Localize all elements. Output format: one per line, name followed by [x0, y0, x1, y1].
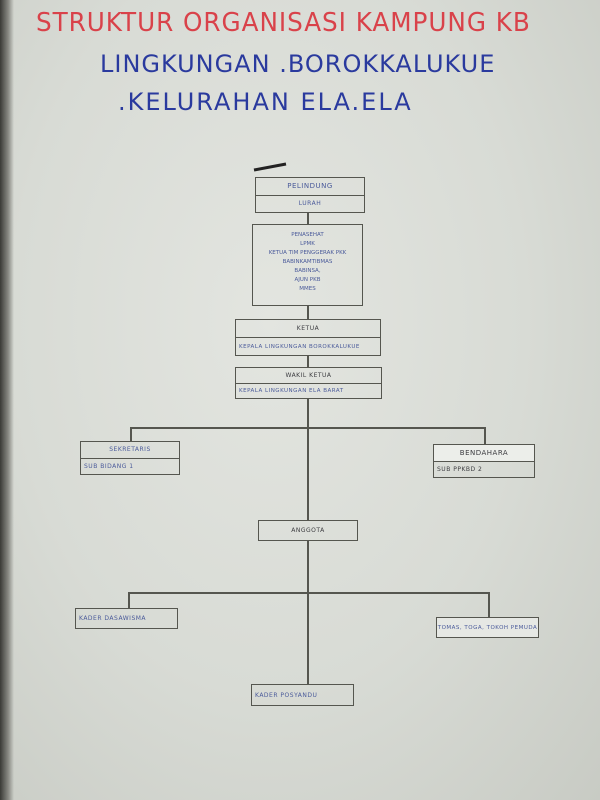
node-penasehat: PENASEHAT LPMK KETUA TIM PENGGERAK PKK B…	[252, 224, 363, 306]
connector-line	[130, 427, 132, 441]
node-line: MMES	[299, 286, 316, 292]
connector-line	[488, 592, 490, 617]
connector-line	[130, 427, 485, 429]
node-bendahara: BENDAHARA SUB PPKBD 2	[433, 444, 535, 478]
pen-scribble	[253, 162, 287, 172]
node-anggota: ANGGOTA	[258, 520, 358, 541]
connector-line	[128, 592, 489, 594]
node-name: LURAH	[256, 194, 364, 213]
node-title: TOMAS, TOGA, TOKOH PEMUDA	[437, 624, 538, 631]
connector-line	[307, 398, 309, 520]
node-title: PELINDUNG	[287, 182, 333, 191]
node-sekretaris: SEKRETARIS SUB BIDANG 1	[80, 441, 180, 475]
node-name: SUB BIDANG 1	[81, 457, 179, 475]
node-line: KETUA TIM PENGGERAK PKK	[268, 250, 347, 256]
node-title: KADER DASAWISMA	[79, 615, 147, 622]
node-title: SEKRETARIS	[109, 446, 151, 454]
node-kader-left: KADER DASAWISMA	[75, 608, 178, 629]
node-wakil-ketua: WAKIL KETUA KEPALA LINGKUNGAN ELA BARAT	[235, 367, 382, 399]
node-tokoh: TOMAS, TOGA, TOKOH PEMUDA	[436, 617, 539, 638]
node-name: KEPALA LINGKUNGAN BOROKKALUKUE	[236, 337, 380, 355]
node-title: PENASEHAT	[291, 232, 324, 238]
node-line: AJUN PKB	[294, 277, 321, 283]
node-title: KETUA	[296, 325, 320, 332]
node-title: BENDAHARA	[434, 445, 534, 461]
connector-line	[484, 427, 486, 444]
poster-title: STRUKTUR ORGANISASI KAMPUNG KB	[36, 8, 531, 38]
node-kader-bottom: KADER POSYANDU	[251, 684, 354, 706]
node-title: ANGGOTA	[291, 527, 325, 534]
connector-line	[307, 305, 309, 319]
node-line: BABINSA,	[294, 268, 321, 274]
node-name: SUB PPKBD 2	[434, 460, 534, 478]
node-ketua: KETUA KEPALA LINGKUNGAN BOROKKALUKUE	[235, 319, 381, 356]
connector-line	[307, 355, 309, 367]
paper-edge-shadow	[0, 0, 14, 800]
node-name: KEPALA LINGKUNGAN ELA BARAT	[236, 382, 381, 399]
connector-line	[307, 212, 309, 224]
connector-line	[307, 540, 309, 684]
node-title: WAKIL KETUA	[285, 371, 332, 379]
poster-subtitle-kelurahan: .KELURAHAN ELA.ELA	[118, 88, 413, 116]
poster-subtitle-lingkungan: LINGKUNGAN .BOROKKALUKUE	[100, 50, 496, 78]
node-pelindung: PELINDUNG LURAH	[255, 177, 365, 213]
node-title: KADER POSYANDU	[255, 691, 318, 699]
node-line: BABINKAMTIBMAS	[282, 259, 333, 265]
node-line: LPMK	[300, 241, 315, 247]
connector-line	[128, 592, 130, 608]
